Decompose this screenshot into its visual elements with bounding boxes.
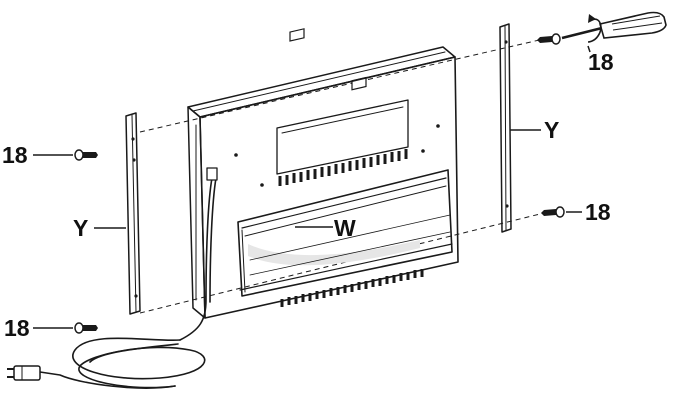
left-bracket (125, 112, 141, 315)
screw-icon-top-right (537, 33, 561, 45)
callout-screw-top-left: 18 (2, 142, 28, 168)
callout-bracket-right: Y (544, 117, 559, 143)
alignment-line-top (139, 37, 549, 133)
mount-hole (234, 153, 238, 157)
power-plug (7, 365, 41, 381)
callout-screw-top-right: 18 (588, 49, 614, 75)
screwdriver-icon (561, 11, 667, 43)
heater-outlet-panel (276, 99, 409, 175)
screw-icon-mid-right (541, 206, 565, 218)
callout-unit: W (334, 215, 356, 241)
unit-front-face (199, 56, 459, 319)
right-bracket (499, 23, 512, 233)
callout-screw-mid-right: 18 (585, 199, 611, 225)
unit-top-face (187, 46, 456, 118)
lower-vent-grille (280, 269, 424, 307)
mount-hole (436, 124, 440, 128)
screw-icon-bottom-left (74, 322, 98, 334)
callout-bracket-left: Y (73, 215, 88, 241)
mount-hole (421, 149, 425, 153)
fireplace-unit (187, 28, 459, 319)
mount-hole (260, 183, 264, 187)
upper-vent-grille (278, 149, 408, 186)
screw-icon-top-left (74, 149, 98, 161)
leader-lines (33, 45, 591, 329)
flame-panel-shading (248, 240, 420, 266)
power-cord (39, 167, 218, 389)
callout-screw-bottom-left: 18 (4, 315, 30, 341)
flame-panel (237, 169, 453, 297)
top-hook-left (289, 28, 305, 42)
